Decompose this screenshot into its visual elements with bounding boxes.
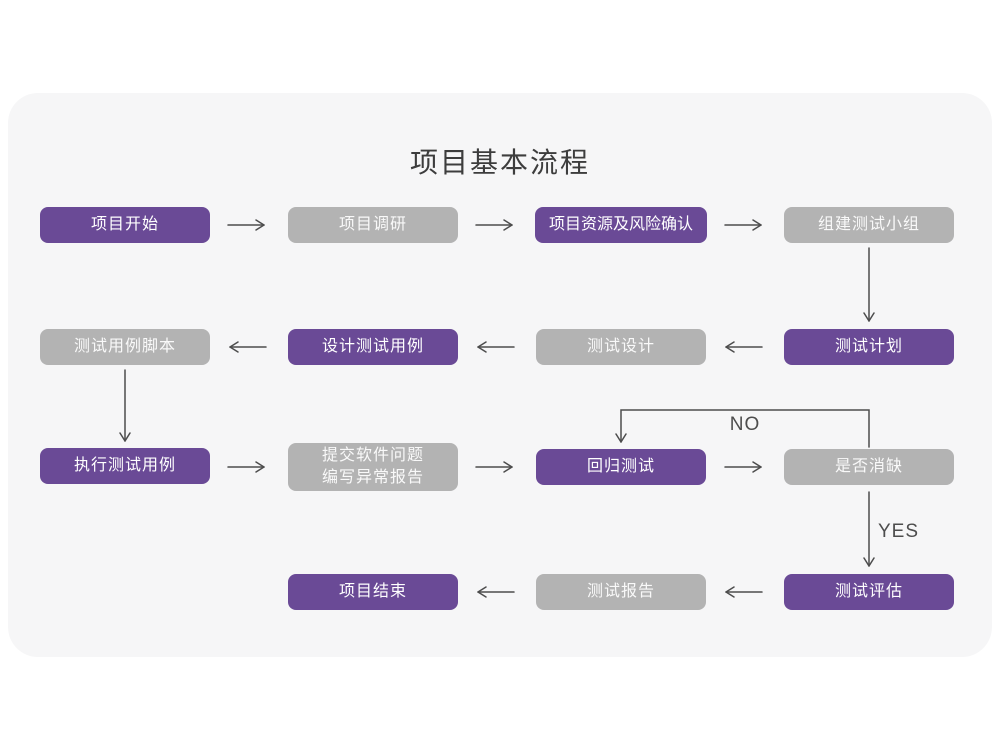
node-test-evaluation: 测试评估 xyxy=(784,574,954,610)
node-execute-test-cases: 执行测试用例 xyxy=(40,448,210,484)
flowchart-card xyxy=(8,93,992,657)
node-resources-risk-confirm: 项目资源及风险确认 xyxy=(535,207,707,243)
node-test-report: 测试报告 xyxy=(536,574,706,610)
node-submit-issues-report: 提交软件问题 编写异常报告 xyxy=(288,443,458,491)
edge-label-yes: YES xyxy=(878,521,920,542)
node-test-plan: 测试计划 xyxy=(784,329,954,365)
diagram-title: 项目基本流程 xyxy=(409,147,590,178)
node-defect-cleared-check: 是否消缺 xyxy=(784,449,954,485)
node-regression-test: 回归测试 xyxy=(536,449,706,485)
node-test-case-scripts: 测试用例脚本 xyxy=(40,329,210,365)
node-project-end: 项目结束 xyxy=(288,574,458,610)
edge-label-no: NO xyxy=(729,414,761,435)
node-project-start: 项目开始 xyxy=(40,207,210,243)
node-test-design: 测试设计 xyxy=(536,329,706,365)
node-project-research: 项目调研 xyxy=(288,207,458,243)
node-design-test-cases: 设计测试用例 xyxy=(288,329,458,365)
node-build-test-team: 组建测试小组 xyxy=(784,207,954,243)
